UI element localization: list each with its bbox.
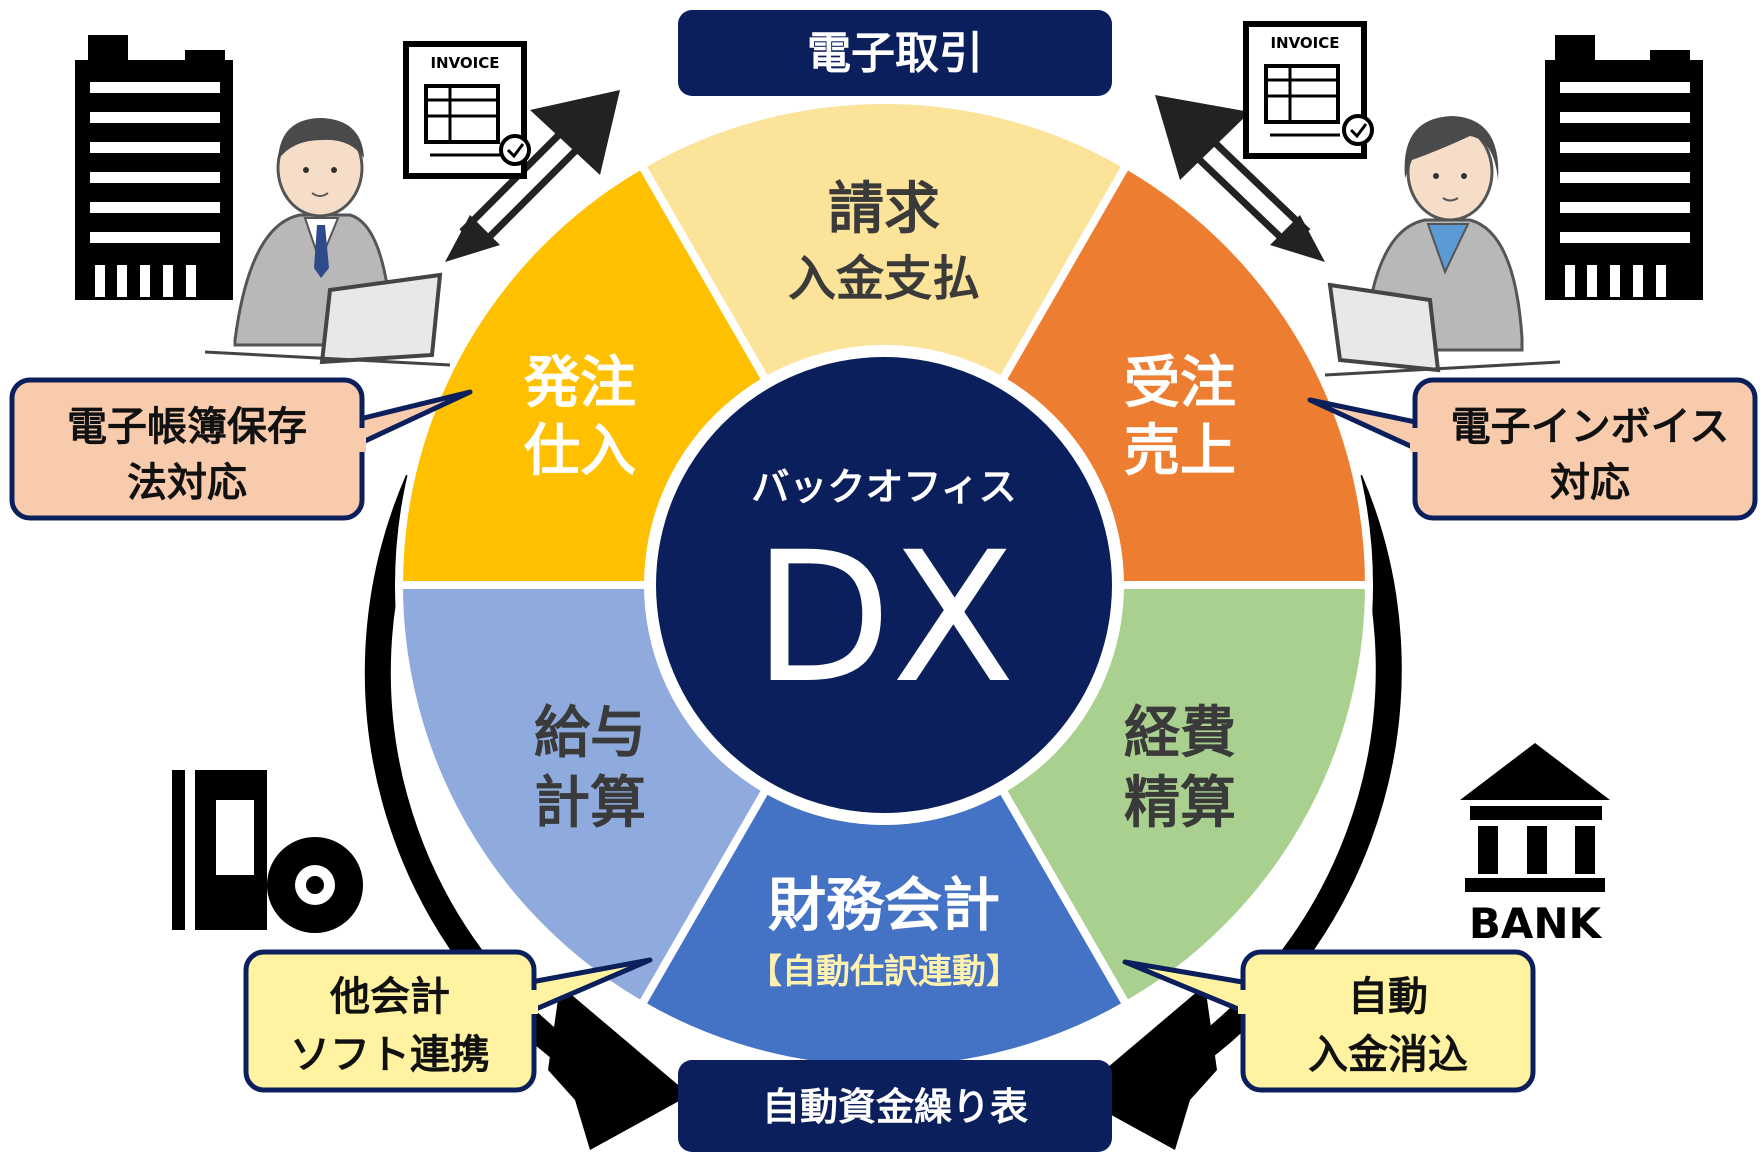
bank-icon: BANK	[1460, 743, 1610, 948]
callout-right-top: 電子インボイス 対応	[1307, 377, 1758, 521]
callout-left-top: 電子帳簿保存 法対応	[9, 377, 473, 521]
callout-right-bottom-line-1: 自動	[1348, 974, 1428, 1020]
hatchu-label-1: 発注	[524, 351, 636, 416]
dx-center-circle	[656, 357, 1112, 813]
keihi-label-2: 精算	[1124, 771, 1236, 836]
zaimu-sub-label: 【自動仕訳連動】	[748, 952, 1020, 992]
top-banner-label: 電子取引	[807, 28, 983, 79]
callout-right-top-line-1: 電子インボイス	[1451, 404, 1730, 450]
keihi-label-1: 経費	[1124, 701, 1236, 766]
building-right-icon	[1545, 35, 1703, 300]
segment-labels: 請求 入金支払 受注 売上 経費 精算 財務会計 【自動仕訳連動】 給与 計算 …	[524, 177, 1236, 992]
kyuyo-label-1: 給与	[534, 701, 646, 766]
callout-left-top-line-2: 法対応	[127, 460, 247, 506]
bottom-banner: 自動資金繰り表	[678, 1060, 1112, 1152]
left-double-arrow	[445, 90, 620, 262]
callout-left-top-line-1: 電子帳簿保存	[67, 404, 307, 450]
callout-left-bottom-line-2: ソフト連携	[290, 1032, 490, 1078]
dx-center-main: DX	[753, 514, 1015, 723]
callout-right-bottom: 自動 入金消込	[1122, 949, 1536, 1093]
hatchu-label-2: 仕入	[524, 419, 636, 484]
exchange-arrows	[445, 90, 1325, 262]
callout-left-bottom: 他会計 ソフト連携	[243, 949, 653, 1093]
building-left-icon	[75, 35, 233, 300]
dx-center-sub: バックオフィス	[751, 465, 1016, 509]
kyuyo-label-2: 計算	[534, 771, 646, 836]
juchu-label-1: 受注	[1124, 351, 1236, 416]
juchu-label-2: 売上	[1124, 419, 1236, 484]
left-bottom-arrowhead	[548, 985, 690, 1150]
top-banner: 電子取引	[678, 10, 1112, 96]
callout-right-bottom-line-2: 入金消込	[1308, 1032, 1468, 1078]
segment-seikyu	[636, 96, 1132, 593]
invoice-left-label: INVOICE	[430, 54, 499, 72]
invoice-right-label: INVOICE	[1270, 34, 1339, 52]
seikyu-label-2: 入金支払	[788, 251, 980, 307]
bank-label: BANK	[1469, 899, 1603, 948]
seikyu-label-1: 請求	[828, 177, 940, 242]
right-double-arrow	[1155, 95, 1325, 262]
dx-center: バックオフィス DX	[644, 345, 1124, 825]
binder-disc-icon	[172, 770, 363, 933]
callout-left-bottom-line-1: 他会計	[329, 974, 450, 1020]
businesswoman-laptop-icon	[1324, 116, 1561, 377]
invoice-left-icon: INVOICE	[403, 41, 531, 179]
bottom-banner-label: 自動資金繰り表	[762, 1085, 1028, 1129]
left-ring-arc	[364, 474, 646, 1112]
businessman-laptop-icon	[204, 118, 451, 367]
zaimu-label: 財務会計	[768, 871, 1000, 939]
callout-right-top-line-2: 対応	[1550, 460, 1630, 506]
invoice-right-icon: INVOICE	[1243, 21, 1374, 159]
